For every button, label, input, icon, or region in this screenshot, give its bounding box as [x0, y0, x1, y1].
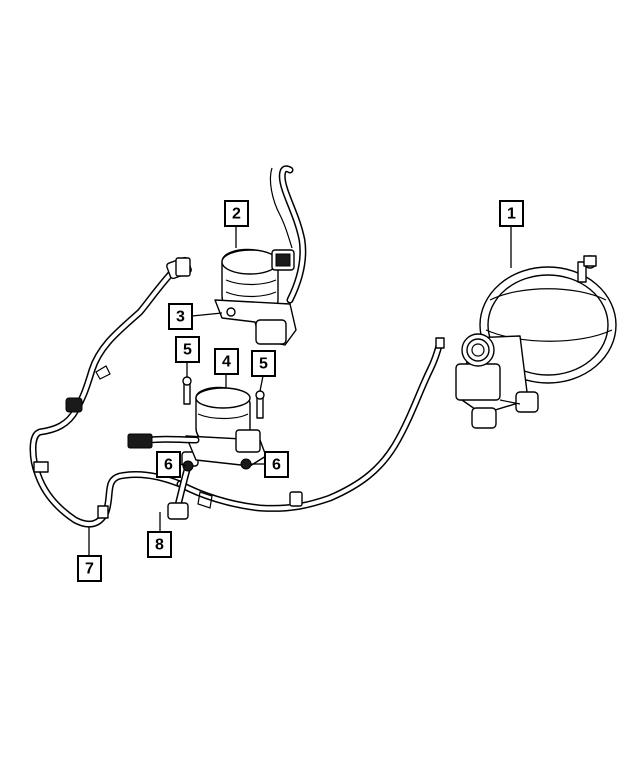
vacuum-tube [176, 337, 445, 512]
vacuum-pump-lower [127, 376, 267, 472]
callout-8-label: 8 [155, 537, 164, 554]
vacuum-pump-upper [214, 165, 307, 346]
callout-4-label: 4 [222, 354, 231, 371]
brake-booster [455, 255, 617, 429]
callout-3-label: 3 [176, 309, 185, 326]
callout-5-left: 5 [175, 336, 200, 363]
callout-5-left-label: 5 [183, 342, 192, 359]
leader-5b [259, 375, 264, 392]
callout-8: 8 [147, 531, 172, 558]
callout-3: 3 [168, 303, 193, 330]
leader-3 [191, 312, 223, 317]
callout-7: 7 [77, 555, 102, 582]
callout-2-label: 2 [232, 206, 241, 223]
callout-6-right: 6 [264, 451, 289, 478]
callout-2: 2 [224, 200, 249, 227]
callout-4: 4 [214, 348, 239, 375]
callout-1-label: 1 [507, 206, 516, 223]
callout-1: 1 [499, 200, 524, 227]
callout-6-right-label: 6 [272, 457, 281, 474]
callout-7-label: 7 [85, 561, 94, 578]
callout-5-right-label: 5 [259, 356, 268, 373]
callout-6-left-label: 6 [164, 457, 173, 474]
callout-6-left: 6 [156, 451, 181, 478]
vacuum-hose-assembly [29, 256, 192, 528]
callout-5-right: 5 [251, 350, 276, 377]
